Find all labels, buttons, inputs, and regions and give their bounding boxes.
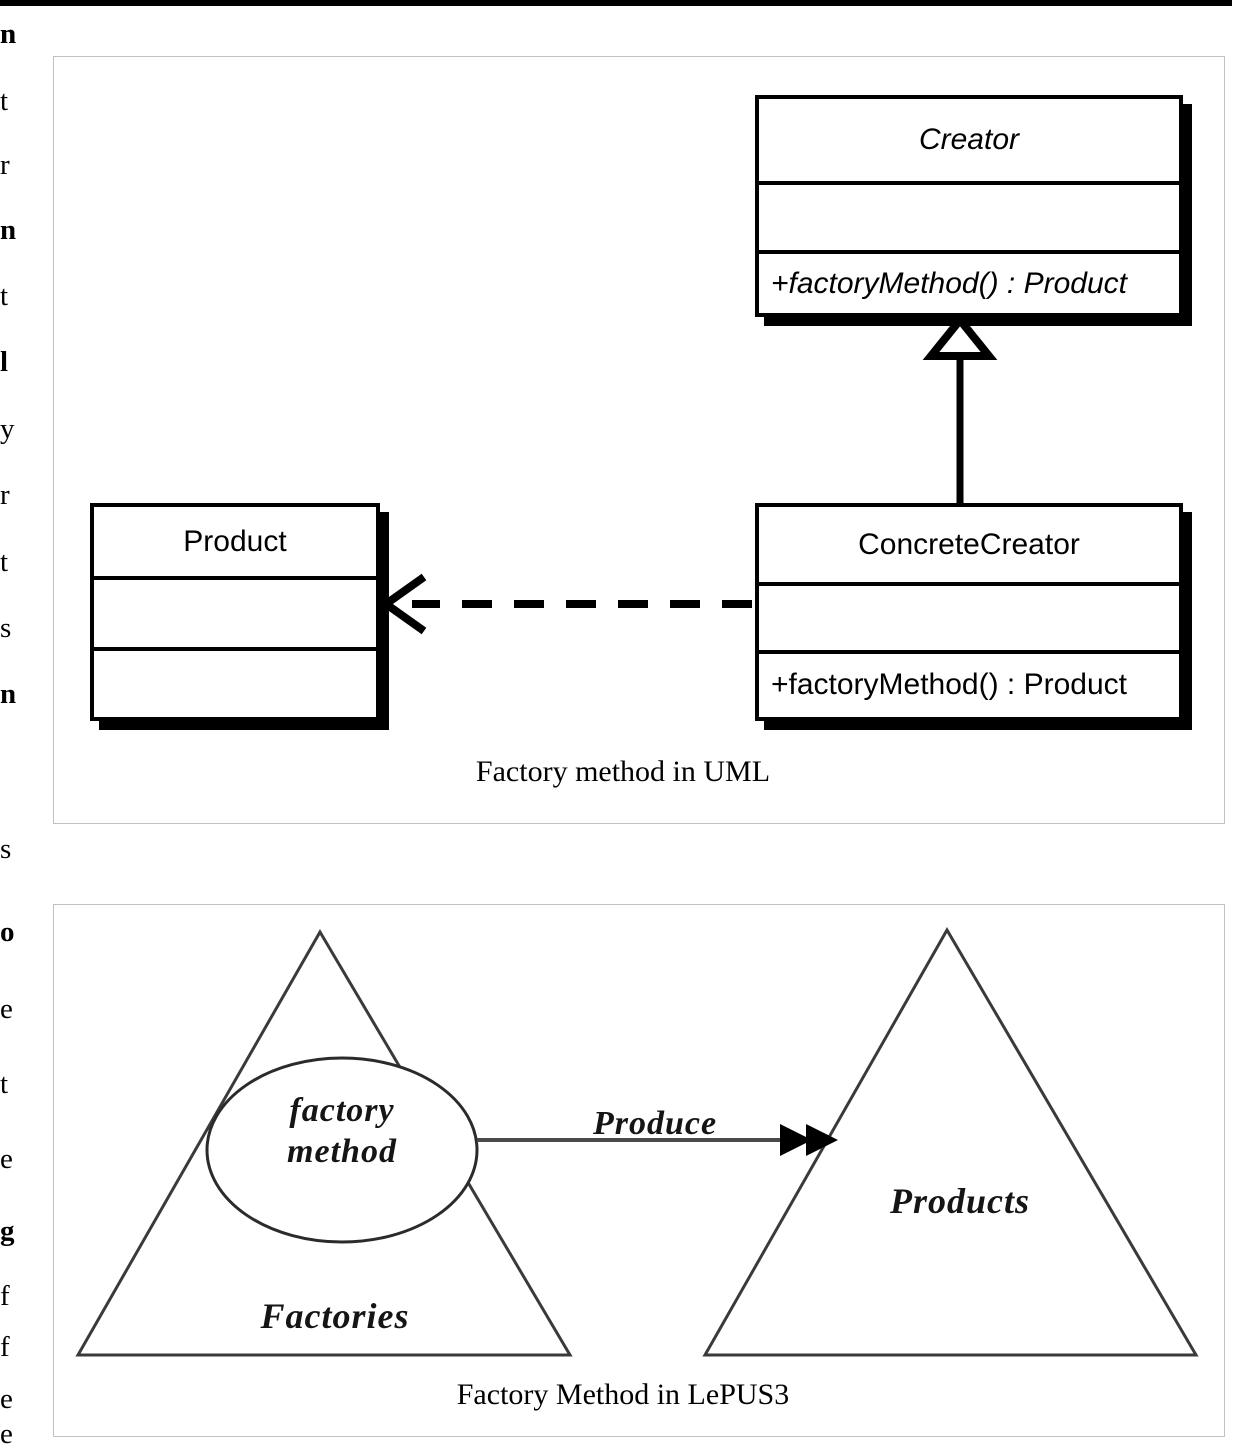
- creator-attributes: [759, 180, 1179, 250]
- margin-fragment-3: r: [0, 149, 10, 181]
- margin-fragment-1: n: [0, 18, 17, 50]
- margin-fragment-4: n: [0, 214, 17, 246]
- margin-fragment-20: e: [0, 1383, 13, 1415]
- margin-fragment-12: s: [0, 833, 12, 865]
- generalization-hollow-triangle-icon: [922, 313, 998, 360]
- margin-fragment-19: f: [0, 1331, 10, 1363]
- margin-fragment-18: f: [0, 1280, 10, 1312]
- margin-fragment-8: r: [0, 479, 10, 511]
- margin-fragment-14: e: [0, 993, 13, 1025]
- lepus3-figure-caption: Factory Method in LePUS3: [456, 1378, 790, 1411]
- factory-method-ellipse[interactable]: [205, 1056, 479, 1244]
- concrete-creator-class-name: ConcreteCreator: [858, 527, 1080, 561]
- page-top-rule: [0, 0, 1232, 6]
- margin-fragment-6: l: [0, 346, 9, 378]
- uml-class-creator[interactable]: Creator +factoryMethod() : Product: [755, 95, 1183, 317]
- margin-fragment-5: t: [0, 280, 9, 312]
- products-label: Products: [889, 1181, 1030, 1221]
- creator-class-name: Creator: [918, 122, 1020, 156]
- concrete-creator-operations: +factoryMethod() : Product: [759, 649, 1179, 717]
- uml-figure-caption: Factory method in UML: [475, 755, 771, 788]
- produce-arrowhead-inner-icon: [780, 1124, 812, 1156]
- dependency-open-arrow-icon: [379, 573, 427, 635]
- uml-class-concrete-creator[interactable]: ConcreteCreator +factoryMethod() : Produ…: [755, 503, 1183, 721]
- factories-label: Factories: [260, 1296, 410, 1336]
- concrete-creator-attributes: [759, 582, 1179, 649]
- margin-fragment-10: s: [0, 612, 12, 644]
- margin-text-fragments: n t r: [0, 20, 38, 1430]
- margin-fragment: n: [0, 18, 17, 50]
- margin-fragment-2: t: [0, 85, 9, 117]
- creator-operations: +factoryMethod() : Product: [759, 250, 1179, 313]
- margin-text-column: n: [0, 20, 38, 1430]
- margin-fragment-7: y: [0, 413, 15, 445]
- margin-fragment-13: o: [0, 916, 15, 948]
- margin-fragment-17: g: [0, 1215, 15, 1247]
- margin-fragment-11: n: [0, 678, 17, 710]
- product-operations: [94, 646, 376, 717]
- uml-class-product[interactable]: Product: [90, 503, 380, 721]
- product-class-name: Product: [183, 524, 287, 558]
- produce-arrowhead-outer-icon: [806, 1124, 838, 1156]
- produce-relation-label: Produce: [592, 1105, 718, 1142]
- product-attributes: [94, 576, 376, 646]
- margin-fragment-15: t: [0, 1068, 9, 1100]
- margin-fragment-16: e: [0, 1143, 13, 1175]
- margin-text-fragments-b: n t l y r t s: [0, 20, 38, 1430]
- margin-fragment-9: t: [0, 546, 9, 578]
